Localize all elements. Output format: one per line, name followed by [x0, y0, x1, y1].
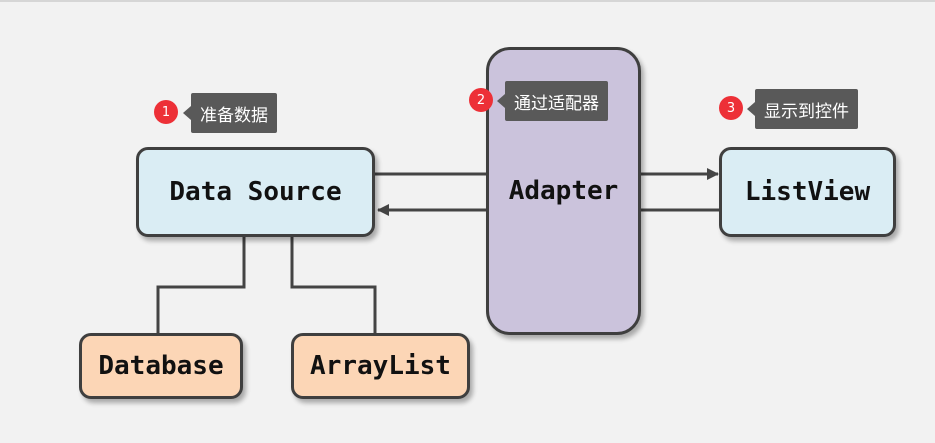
step-2-label: 通过适配器 [514, 93, 599, 114]
step-3-callout: 显示到控件 [747, 89, 858, 129]
step-1-badge: 1 [154, 100, 178, 124]
step-1-number: 1 [161, 104, 171, 120]
step-3-number: 3 [726, 100, 736, 116]
database-label: Database [98, 351, 224, 381]
step-3-label: 显示到控件 [764, 101, 849, 122]
data-source-node: Data Source [136, 147, 375, 237]
listview-label: ListView [744, 177, 871, 207]
step-2-callout: 通过适配器 [497, 81, 608, 121]
arraylist-node: ArrayList [291, 333, 470, 399]
step-1-callout: 准备数据 [183, 93, 277, 133]
database-node: Database [79, 333, 243, 399]
step-2-badge: 2 [469, 88, 493, 112]
arraylist-label: ArrayList [310, 351, 451, 381]
adapter-label: Adapter [508, 176, 619, 206]
source-to-arraylist-line [290, 237, 377, 334]
step-3-badge: 3 [719, 96, 743, 120]
step-2-number: 2 [476, 92, 486, 108]
step-1-label: 准备数据 [200, 105, 268, 126]
data-source-label: Data Source [169, 177, 342, 207]
top-border [0, 0, 935, 2]
listview-node: ListView [719, 147, 896, 237]
source-to-database-line [156, 237, 246, 334]
